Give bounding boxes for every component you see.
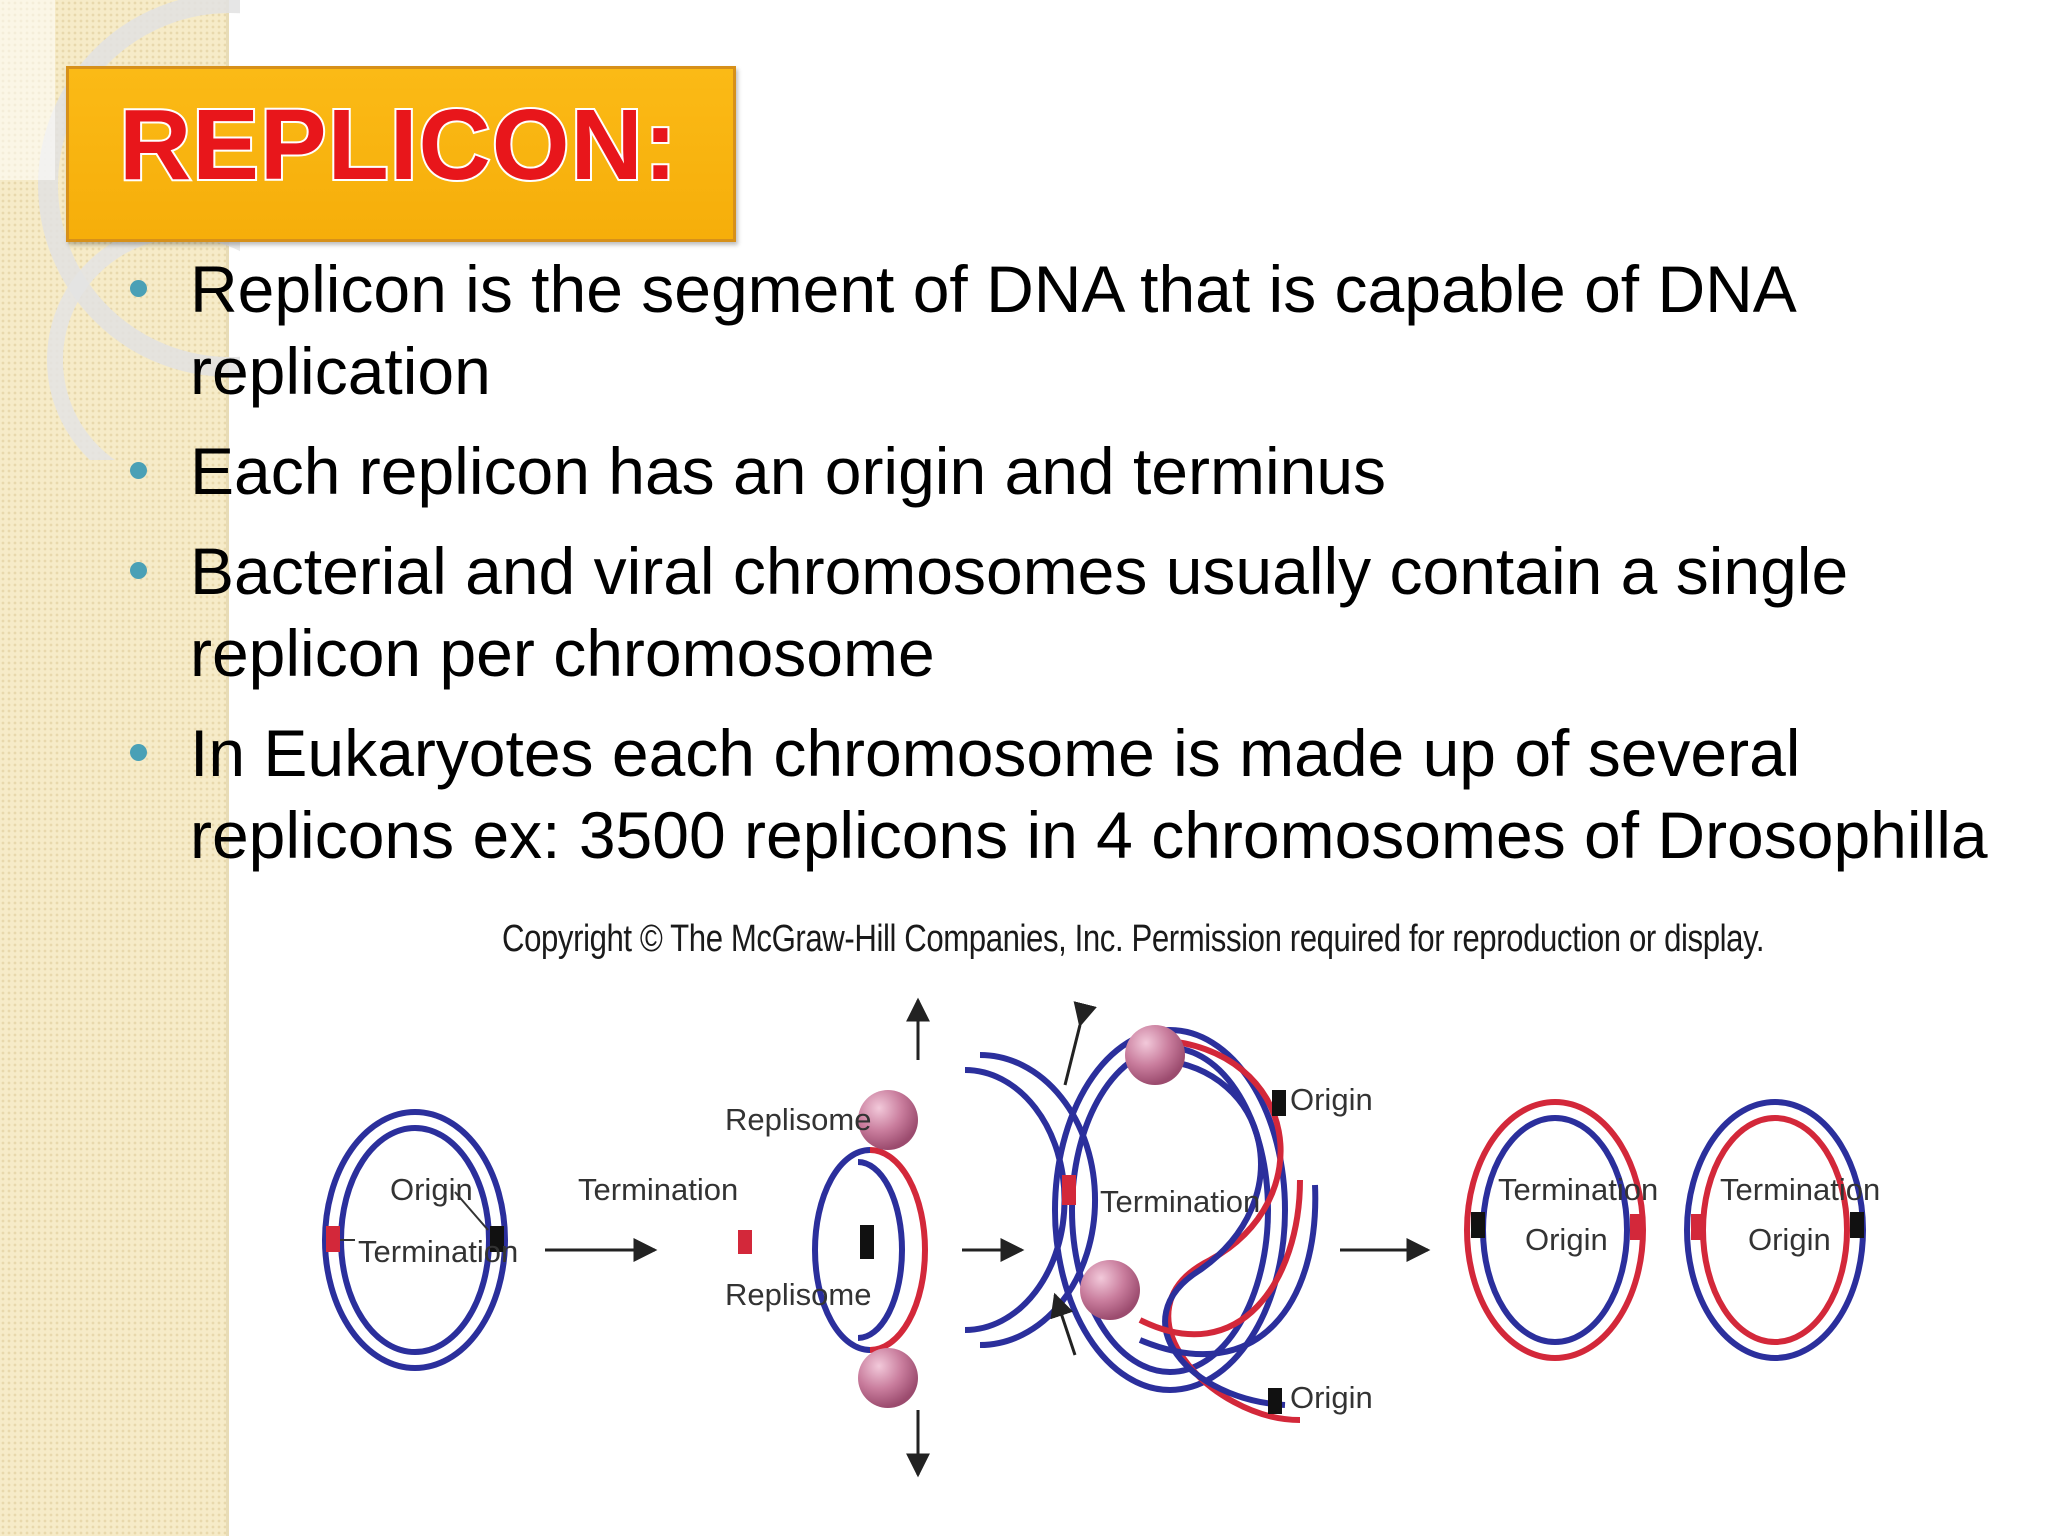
bullet-text: Each replicon has an origin and terminus xyxy=(190,434,1387,508)
bullet-item: Replicon is the segment of DNA that is c… xyxy=(130,248,1990,412)
bullet-text: Bacterial and viral chromosomes usually … xyxy=(190,534,1849,690)
bullet-item: Each replicon has an origin and terminus xyxy=(130,430,1990,512)
bullet-dot-icon xyxy=(130,744,147,761)
copyright-notice: Copyright © The McGraw-Hill Companies, I… xyxy=(502,918,1765,960)
title-banner: REPLICON: xyxy=(66,66,736,242)
bullet-item: Bacterial and viral chromosomes usually … xyxy=(130,530,1990,694)
label-replisome-top: Replisome xyxy=(725,1102,871,1137)
label-termination-5: Termination xyxy=(1720,1172,1880,1207)
bullet-dot-icon xyxy=(130,462,147,479)
slide-title: REPLICON: xyxy=(117,89,679,201)
bullet-dot-icon xyxy=(130,280,147,297)
stage-5-daughter-circle: Termination Origin xyxy=(1684,1099,1880,1361)
label-replisome-bottom: Replisome xyxy=(725,1277,871,1312)
stage-1-circle: Origin Termination xyxy=(322,1109,518,1371)
label-origin-5: Origin xyxy=(1748,1222,1831,1257)
replication-diagram: Origin Termination Replisome Replisome T… xyxy=(322,997,1880,1478)
label-termination-2: Termination xyxy=(578,1172,738,1207)
bullet-item: In Eukaryotes each chromosome is made up… xyxy=(130,712,1990,876)
side-strip-edge xyxy=(226,0,229,1536)
label-termination: Termination xyxy=(358,1234,518,1269)
stage-4-daughter-circle: Termination Origin xyxy=(1464,1099,1658,1361)
label-termination-3: Termination xyxy=(1100,1184,1260,1219)
label-termination-4: Termination xyxy=(1498,1172,1658,1207)
bullet-text: Replicon is the segment of DNA that is c… xyxy=(190,252,1794,408)
label-origin-4: Origin xyxy=(1525,1222,1608,1257)
label-origin-3a: Origin xyxy=(1290,1082,1373,1117)
label-origin: Origin xyxy=(390,1172,473,1207)
stage-3-replication: Termination Origin Origin xyxy=(1050,1001,1373,1423)
bullet-list: Replicon is the segment of DNA that is c… xyxy=(130,248,1990,894)
bullet-dot-icon xyxy=(130,562,147,579)
bullet-text: In Eukaryotes each chromosome is made up… xyxy=(190,716,1988,872)
label-origin-3b: Origin xyxy=(1290,1380,1373,1415)
stage-2-replication: Replisome Replisome Termination xyxy=(578,997,1098,1478)
